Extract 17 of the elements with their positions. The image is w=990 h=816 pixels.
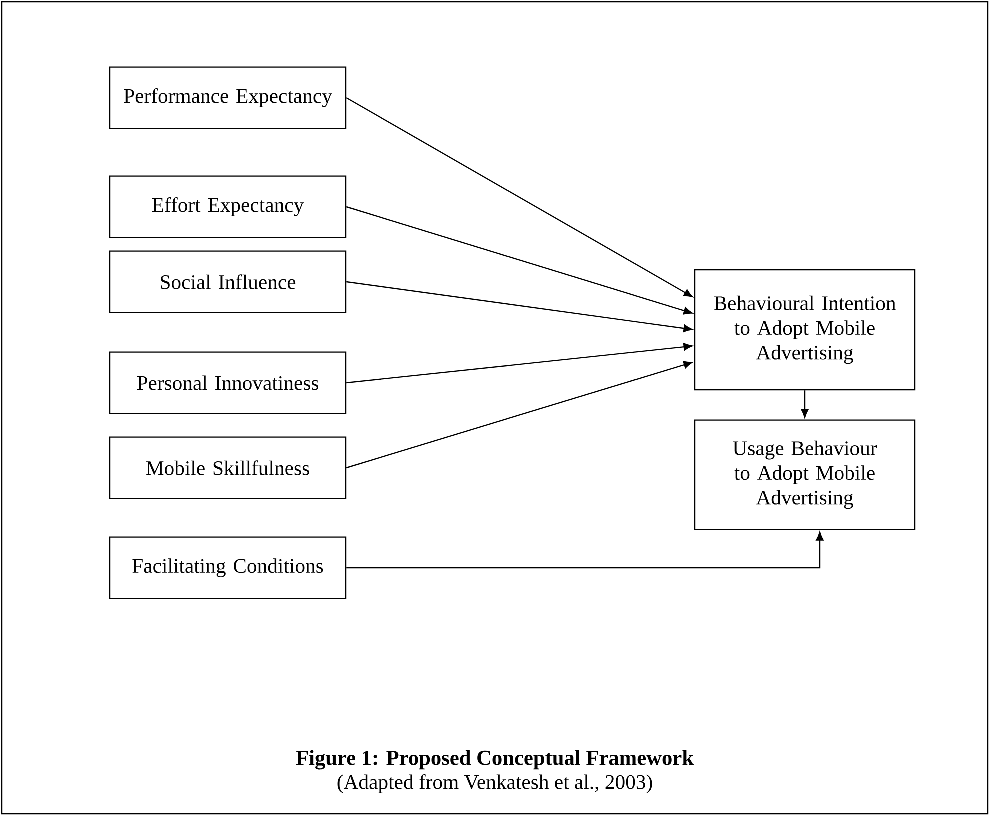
concept-box: Social Influence (109, 250, 347, 314)
arrow (801, 390, 809, 418)
arrow (346, 361, 693, 469)
arrow (346, 532, 824, 569)
arrow (346, 206, 693, 315)
concept-box: Effort Expectancy (109, 176, 347, 238)
figure-caption: Figure 1: Proposed Conceptual Framework (296, 750, 694, 770)
concept-box: Mobile Skillfulness (109, 436, 347, 500)
concept-box: Performance Expectancy (109, 66, 347, 130)
concept-box: Facilitating Conditions (109, 536, 347, 600)
arrow (346, 343, 693, 384)
concept-box: Personal Innovatiness (109, 352, 347, 414)
arrow (346, 97, 694, 298)
concept-box: Behavioural Intention to Adopt Mobile Advertising (694, 269, 916, 391)
arrow (346, 281, 693, 332)
source-note: (Adapted from Venkatesh et al., 2003) (338, 774, 652, 794)
concept-box: Usage Behaviour to Adopt Mobile Advertising (694, 420, 916, 530)
